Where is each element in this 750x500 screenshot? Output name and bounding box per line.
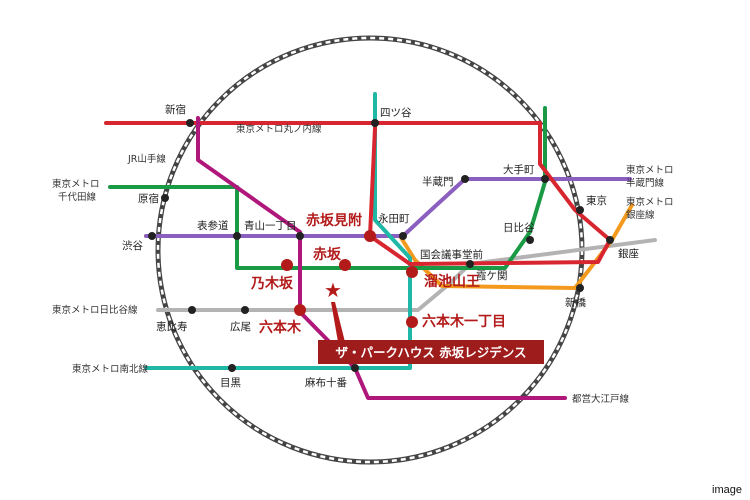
label-yamanote: JR山手線 [127,153,166,165]
label-ginza-2: 銀座線 [626,209,655,221]
station-hiroo: 広尾 [230,320,251,333]
station-akasaka: 赤坂 [313,246,342,263]
station-harajuku: 原宿 [138,192,159,205]
station-kokkai: 国会議事堂前 [420,248,483,261]
station-kasumigaseki: 霞ケ関 [476,270,508,282]
hanzomon-line [144,177,632,238]
label-ginza-1: 東京メトロ [626,196,674,208]
namboku-line [144,92,412,370]
station-tokyo: 東京 [586,194,607,207]
property-banner [318,340,544,364]
marunouchi-line [104,121,612,266]
station-nagatacho: 永田町 [378,212,410,225]
label-ginza: 東京メトロ銀座線 [626,196,674,221]
station-hanzomon: 半蔵門 [422,175,454,188]
property-pointer [331,302,345,342]
station-otemachi: 大手町 [503,163,535,176]
label-chiyoda-1: 東京メトロ [52,178,100,190]
station-nogizaka: 乃木坂 [250,275,294,292]
station-tameike: 溜池山王 [424,273,480,290]
station-roppongi: 六本木 [259,319,302,336]
station-yotsuya: 四ツ谷 [380,107,412,119]
station-hibiya: 日比谷 [503,221,535,234]
label-marunouchi: 東京メトロ丸ノ内線 [236,123,322,135]
station-shimbashi: 新橋 [565,296,586,309]
station-omotesando: 表参道 [197,219,229,232]
label-hanzomon-2: 半蔵門線 [626,177,665,189]
station-dots [148,119,614,372]
highlight-dots [281,230,418,328]
chiyoda-line [108,106,547,270]
station-meguro: 目黒 [220,377,241,389]
label-chiyoda-2: 千代田線 [58,191,97,203]
station-ebisu: 恵比寿 [156,320,188,333]
property-star-icon: ★ [324,280,342,302]
station-akasakamitsuke: 赤坂見附 [306,212,362,229]
station-aoyama: 青山一丁目 [244,219,297,232]
caption: image [712,484,742,496]
station-roppongi1: 六本木一丁目 [422,313,506,330]
station-azabu: 麻布十番 [305,376,347,389]
station-shinjuku: 新宿 [165,103,186,116]
station-ginza: 銀座 [618,247,639,260]
label-hanzomon: 東京メトロ半蔵門線 [626,164,674,189]
label-hanzomon-1: 東京メトロ [626,164,674,176]
label-oedo: 都営大江戸線 [572,393,630,405]
label-chiyoda: 東京メトロ千代田線 [52,178,100,203]
label-hibiya: 東京メトロ日比谷線 [52,304,138,316]
station-shibuya: 渋谷 [122,239,143,252]
property-name: ザ・パークハウス 赤坂レジデンス [336,345,527,360]
label-namboku: 東京メトロ南北線 [72,363,149,375]
